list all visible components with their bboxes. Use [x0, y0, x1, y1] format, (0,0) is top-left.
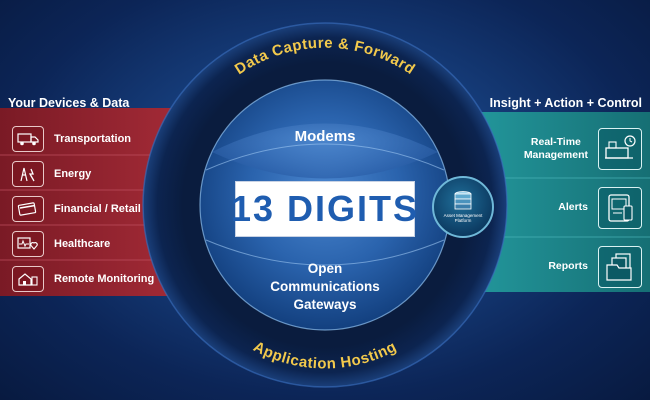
left-item-healthcare: Healthcare: [8, 229, 218, 258]
center-label-line3: Gateways: [293, 297, 357, 313]
watermark-text: 13 DIGITS: [230, 188, 420, 229]
left-item-financial-retail: Financial / Retail: [8, 194, 218, 223]
right-item-label: Real-Time Management: [524, 136, 588, 162]
right-item-label-line1: Alerts: [558, 201, 588, 214]
right-item-real-time-management: Real-Time Management: [442, 122, 642, 176]
right-panel-header: Insight + Action + Control: [489, 96, 642, 110]
truck-icon: [12, 125, 44, 152]
alert-tablet-icon: [598, 187, 642, 229]
left-item-energy: Energy: [8, 159, 218, 188]
top-lens: [212, 123, 438, 179]
left-item-label: Financial / Retail: [54, 202, 141, 215]
right-item-label-line1: Real-Time: [530, 135, 581, 148]
center-label-line2: Communications: [270, 279, 380, 295]
house-sensor-icon: [12, 265, 44, 292]
clock-desk-icon: [598, 128, 642, 170]
left-panel-header: Your Devices & Data: [8, 96, 130, 110]
right-item-alerts: Alerts: [442, 181, 642, 235]
atm-card-icon: [12, 195, 44, 222]
energy-grid-icon: [12, 160, 44, 187]
center-label-line1: Open: [307, 261, 343, 276]
left-item-label: Energy: [54, 167, 92, 180]
platform-badge: Asset Management Platform: [432, 176, 494, 238]
center-label-modems: Modems: [294, 128, 356, 145]
right-item-label: Reports: [548, 260, 588, 273]
left-item-label: Healthcare: [54, 237, 111, 250]
right-item-label-line1: Reports: [548, 260, 588, 273]
watermark-box: 13 DIGITS: [231, 181, 417, 237]
right-item-label-line2: Management: [523, 149, 588, 161]
right-item-label: Alerts: [558, 201, 588, 214]
heart-monitor-icon: [12, 230, 44, 257]
badge-caption: Asset Management Platform: [441, 213, 485, 224]
documents-icon: [598, 246, 642, 288]
left-item-label: Remote Monitoring: [54, 272, 155, 285]
center-label-gateways: Open Communications Gateways: [245, 260, 405, 315]
left-item-transportation: Transportation: [8, 124, 218, 153]
left-item-remote-monitoring: Remote Monitoring: [8, 264, 218, 293]
server-stack-icon: [454, 191, 472, 210]
right-item-reports: Reports: [442, 240, 642, 294]
badge-caption-line1: Asset Management: [443, 213, 483, 219]
left-item-label: Transportation: [54, 132, 132, 145]
badge-caption-line2: Platform: [454, 218, 472, 223]
